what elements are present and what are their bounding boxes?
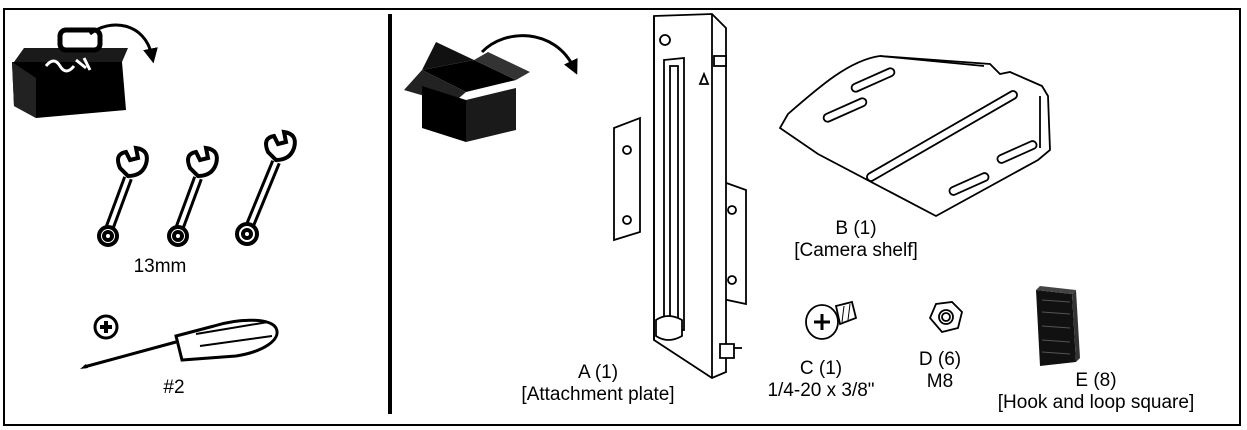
part-a-label: A (1) [Attachment plate]: [508, 362, 688, 406]
part-e-qty: E (8): [1075, 370, 1117, 391]
screwdriver-icon: [80, 314, 279, 369]
part-b-qty: B (1): [835, 218, 877, 239]
camera-shelf-drawing: [778, 55, 1051, 218]
rotate-arrow-icon: [480, 34, 578, 75]
part-a-qty: A (1): [577, 362, 619, 383]
hex-nut-drawing: [928, 301, 963, 334]
wrench-icon: [97, 129, 297, 247]
part-d-desc: M8: [926, 371, 954, 392]
part-d-label: D (6) M8: [900, 349, 980, 393]
open-box-icon: [404, 42, 530, 142]
part-a-desc: [Attachment plate]: [521, 384, 675, 405]
part-c-desc: 1/4-20 x 3/8": [767, 380, 875, 401]
part-b-desc: [Camera shelf]: [794, 240, 918, 261]
part-d-qty: D (6): [918, 349, 962, 370]
part-e-label: E (8) [Hook and loop square]: [978, 370, 1214, 414]
part-e-desc: [Hook and loop square]: [997, 392, 1195, 413]
part-c-label: C (1) 1/4-20 x 3/8": [746, 358, 896, 402]
rotate-arrow-icon: [89, 23, 158, 64]
attachment-plate-drawing: [613, 13, 747, 380]
part-b-label: B (1) [Camera shelf]: [776, 218, 936, 262]
part-c-qty: C (1): [799, 358, 843, 379]
screw-drawing: [805, 300, 858, 340]
toolbox-icon: [12, 27, 128, 118]
screwdriver-size-label: #2: [163, 377, 185, 398]
section-divider: [388, 14, 392, 414]
diagram-frame: [3, 8, 1241, 426]
wrench-size-label: 13mm: [133, 256, 187, 277]
hook-loop-square-drawing: [1036, 286, 1080, 366]
